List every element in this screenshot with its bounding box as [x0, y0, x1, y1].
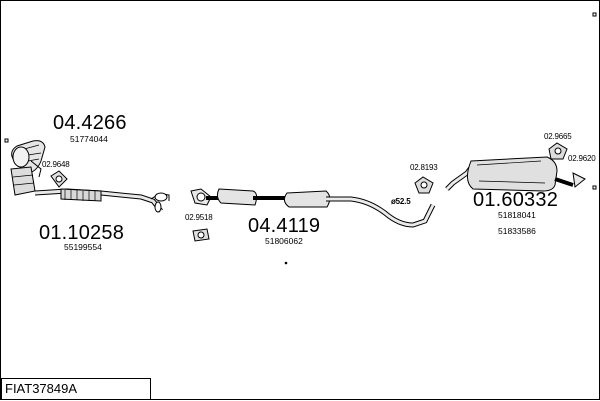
diagram-code: FIAT37849A: [5, 381, 78, 396]
corner-mark: [592, 12, 597, 17]
part-01-60332-oem-1: 51818041: [498, 210, 536, 220]
pipe-diameter-label: ø52.5: [391, 197, 411, 206]
fitting-02-9648-drawing: [50, 170, 68, 188]
corner-mark: [4, 138, 9, 143]
corner-mark: [592, 185, 597, 190]
part-04-4266-number: 04.4266: [53, 112, 127, 134]
fitting-label: 02.9665: [544, 132, 572, 141]
dot-mark: [284, 261, 288, 265]
fitting-label: 02.9620: [568, 154, 596, 163]
catalytic-converter-drawing: [10, 140, 46, 196]
part-01-60332-oem-2: 51833586: [498, 226, 536, 236]
part-04-4119-oem: 51806062: [265, 236, 303, 246]
part-04-4266-oem: 51774044: [70, 134, 108, 144]
front-pipe-drawing: [34, 188, 170, 213]
part-04-4119-number: 04.4119: [248, 215, 321, 237]
fitting-label: 02.9518: [185, 213, 213, 222]
part-01-10258-oem: 55199554: [64, 242, 102, 252]
fitting-label: 02.9648: [42, 160, 70, 169]
fitting-02-9518-drawing: [190, 188, 212, 242]
part-01-60332-number: 01.60332: [473, 189, 559, 211]
fitting-02-9665-drawing: [548, 142, 568, 160]
part-01-10258-number: 01.10258: [39, 222, 125, 244]
center-pipe-drawing: [206, 188, 436, 228]
fitting-label: 02.8193: [410, 163, 438, 172]
rear-silencer-drawing: [445, 156, 574, 192]
fitting-02-8193-drawing: [414, 176, 434, 194]
fitting-02-9620-drawing: [572, 172, 586, 188]
